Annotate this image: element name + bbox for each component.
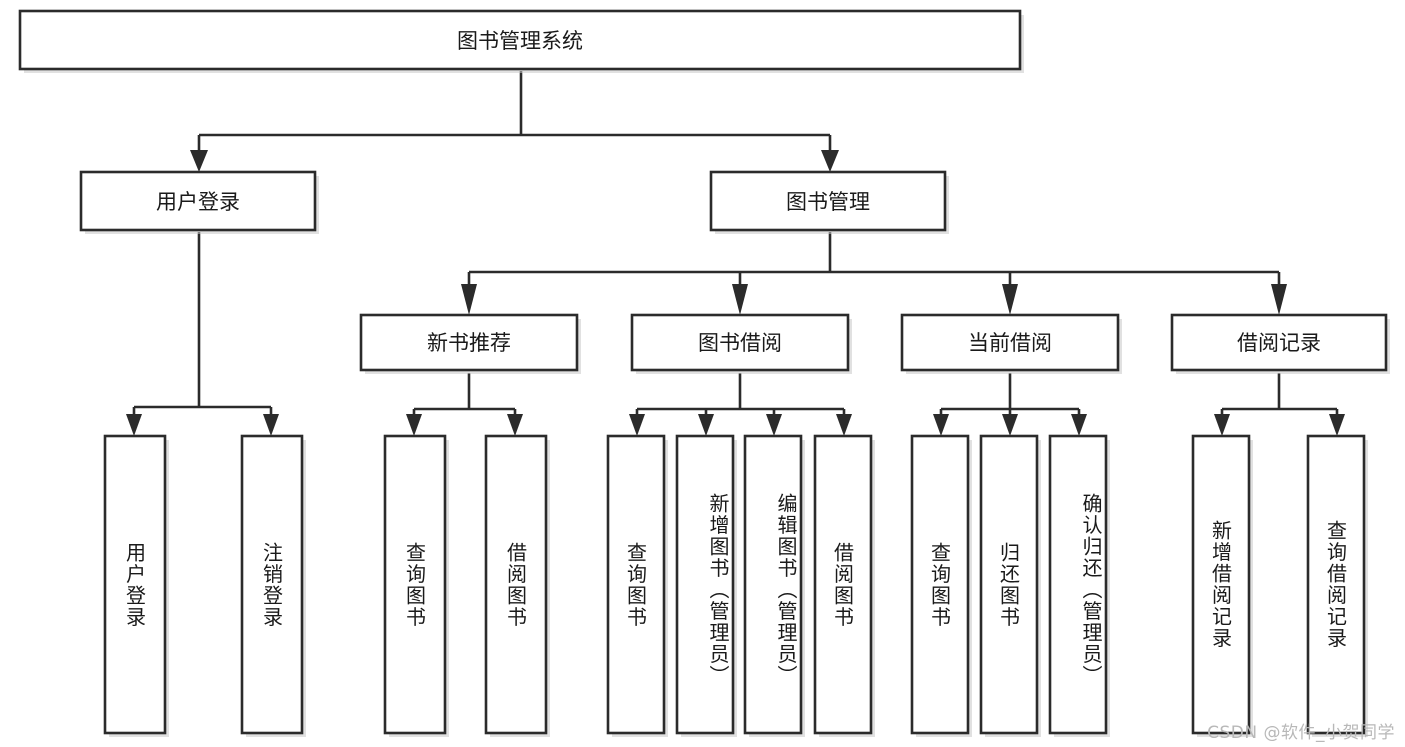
node-current-borrow[interactable]: 当前借阅	[900, 313, 1122, 374]
leaf-user-login-box[interactable]	[103, 434, 167, 735]
leaf-query-book-2-box[interactable]	[606, 434, 666, 735]
arrowhead-leaf-borrow-book-2	[836, 414, 852, 436]
book-borrow-box	[630, 313, 850, 372]
leaf-query-book-1-box[interactable]	[383, 434, 447, 735]
arrowhead-leaf-borrow-book-1	[507, 414, 523, 436]
node-user-login[interactable]: 用户登录	[79, 170, 319, 234]
arrowhead-leaf-edit-book	[766, 414, 782, 436]
leaf-edit-book-box[interactable]	[743, 434, 803, 735]
leaf-borrow-book-1-box[interactable]	[484, 434, 548, 735]
arrowhead-leaf-user-logout	[263, 414, 279, 436]
user-login-box	[79, 170, 317, 232]
new-book-rec-label: 新书推荐	[427, 331, 511, 355]
csdn-watermark: CSDN @软件_小贺同学	[1207, 723, 1395, 743]
current-borrow-label: 当前借阅	[968, 331, 1052, 355]
current-borrow-box	[900, 313, 1120, 372]
book-manage-box	[709, 170, 947, 232]
node-book-manage[interactable]: 图书管理	[709, 170, 949, 234]
node-borrow-record[interactable]: 借阅记录	[1170, 313, 1390, 374]
leaf-query-record-box[interactable]	[1306, 434, 1366, 735]
arrowhead-new-book-rec	[461, 284, 477, 315]
leaf-query-book-3-box[interactable]	[910, 434, 970, 735]
connectors-group	[126, 71, 1345, 436]
arrowhead-leaf-query-record	[1329, 414, 1345, 436]
root-label: 图书管理系统	[457, 29, 583, 53]
root-box	[18, 9, 1022, 71]
book-manage-label: 图书管理	[786, 190, 870, 214]
leaf-confirm-return-box[interactable]	[1048, 434, 1108, 735]
borrow-record-box	[1170, 313, 1388, 372]
book-borrow-label: 图书借阅	[698, 331, 782, 355]
leaf-boxes-group	[103, 434, 1368, 737]
arrowhead-current-borrow	[1002, 284, 1018, 315]
arrowhead-borrow-record	[1271, 284, 1287, 315]
arrowhead-leaf-query-book-2	[629, 414, 645, 436]
leaf-borrow-book-2-box[interactable]	[813, 434, 873, 735]
new-book-rec-box	[359, 313, 579, 372]
leaf-return-book-box[interactable]	[979, 434, 1039, 735]
arrowhead-leaf-confirm-return	[1071, 414, 1087, 436]
leaf-add-book-box[interactable]	[675, 434, 735, 735]
arrowhead-leaf-query-book-3	[933, 414, 949, 436]
borrow-record-label: 借阅记录	[1237, 331, 1321, 355]
arrowhead-leaf-add-record	[1214, 414, 1230, 436]
arrowhead-user-login	[190, 150, 208, 172]
arrowhead-book-manage	[821, 150, 839, 172]
arrowhead-book-borrow	[732, 284, 748, 315]
node-root[interactable]: 图书管理系统	[18, 9, 1024, 73]
arrowhead-leaf-return-book	[1002, 414, 1018, 436]
node-book-borrow[interactable]: 图书借阅	[630, 313, 852, 374]
user-login-label: 用户登录	[156, 190, 240, 214]
arrowhead-leaf-add-book	[698, 414, 714, 436]
node-new-book-rec[interactable]: 新书推荐	[359, 313, 581, 374]
arrowhead-leaf-query-book-1	[406, 414, 422, 436]
leaf-add-record-box[interactable]	[1191, 434, 1251, 735]
leaf-user-logout-box[interactable]	[240, 434, 304, 735]
arrowhead-leaf-user-login	[126, 414, 142, 436]
